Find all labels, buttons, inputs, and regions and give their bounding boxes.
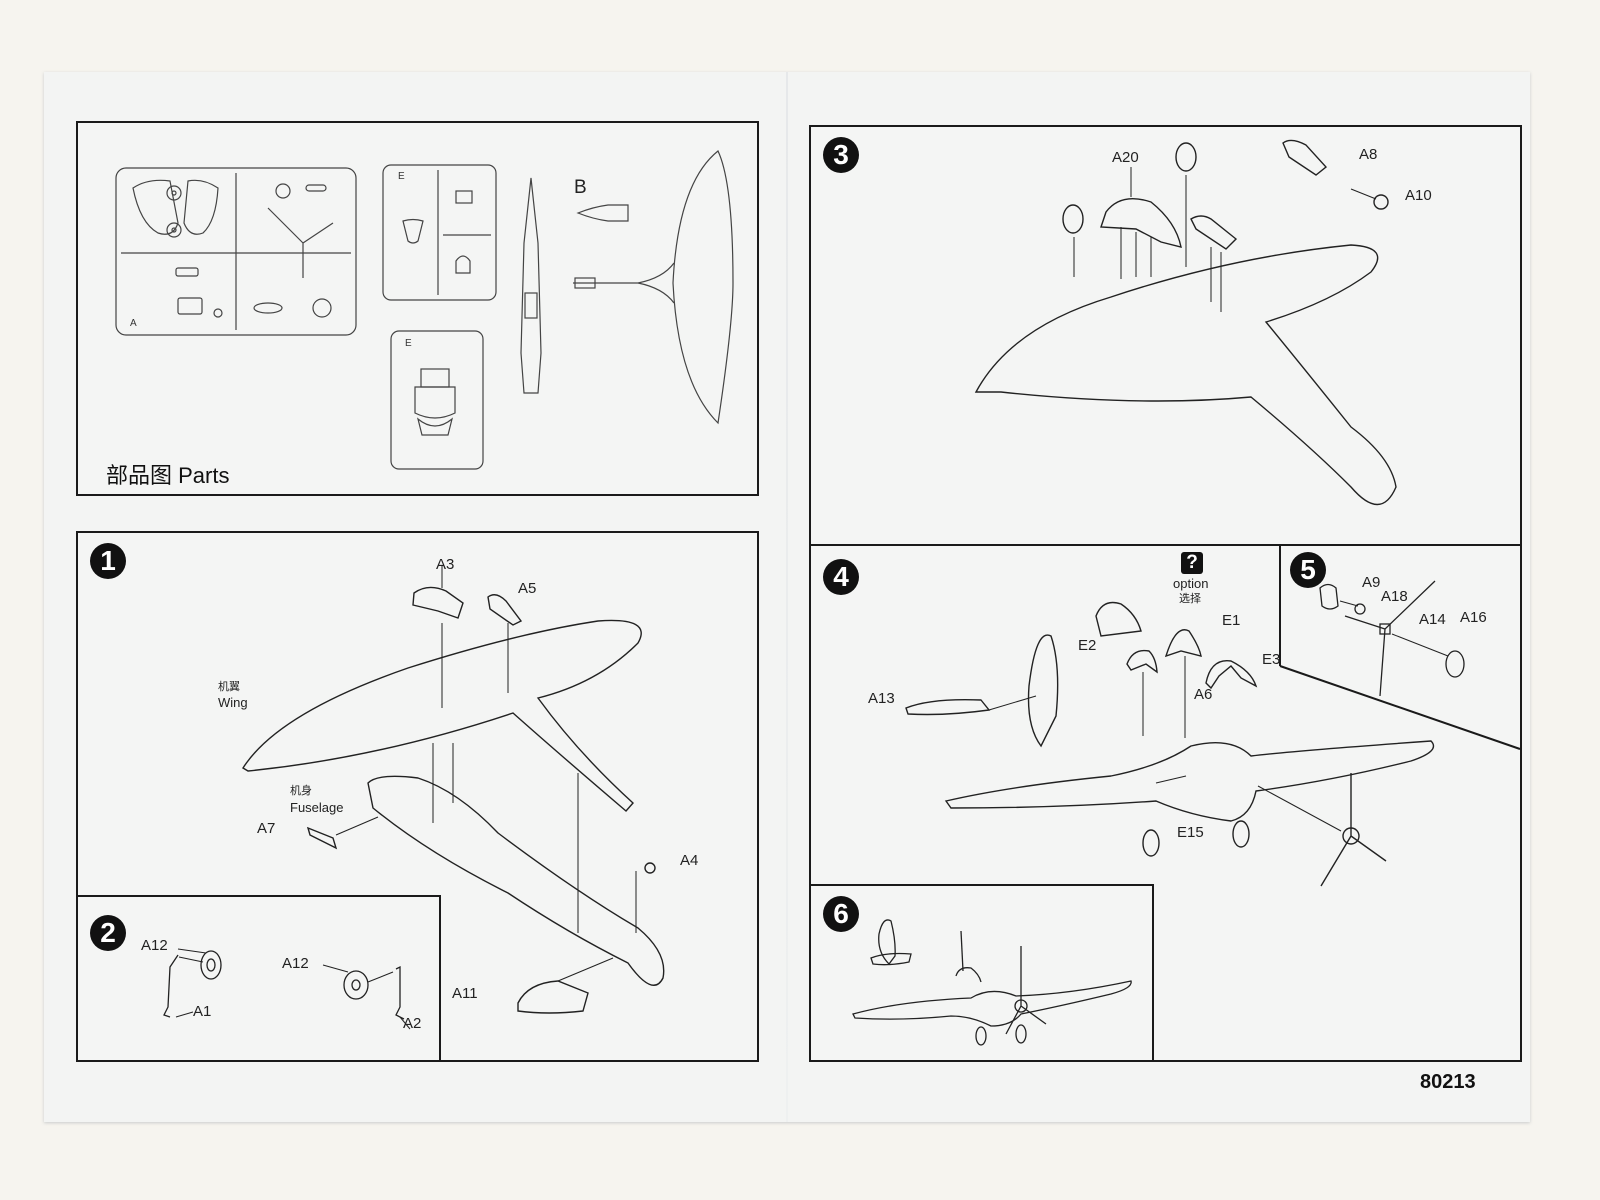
sprue-letter-e: E: [398, 171, 405, 182]
option-label-zh: 选择: [1179, 593, 1201, 605]
part-label: A5: [518, 580, 537, 597]
step-4-drawing: [905, 601, 1435, 887]
step-5-panel: 5 A9 A18 A14 A16: [1279, 546, 1521, 750]
step-1-drawing: [242, 566, 665, 1014]
part-label: E3: [1262, 651, 1281, 668]
wheel-right: [1175, 142, 1197, 172]
part-e1: [1164, 629, 1202, 658]
part-label: A6: [1194, 686, 1213, 703]
wheel-a12-right: [343, 970, 369, 1000]
assembled-airframe: [944, 740, 1435, 822]
hub: [1379, 623, 1391, 635]
step-number-badge: 4: [823, 559, 859, 595]
wheel-a12-left: [200, 950, 222, 980]
drop-tank: [1190, 215, 1238, 250]
part-label: A9: [1362, 574, 1381, 591]
part-label: A12: [141, 937, 168, 954]
part-a10: [1373, 194, 1389, 210]
part-label: E15: [1177, 824, 1204, 841]
step-6-finished-model-drawing: [852, 919, 1132, 1046]
part-label: A12: [282, 955, 309, 972]
option-label-en: option: [1173, 576, 1209, 591]
sprue-e-frame-2: [390, 330, 484, 470]
parts-panel: A E E B 部品图 Parts: [76, 121, 759, 496]
tail-fin: [1027, 634, 1059, 748]
sprue-a-frame: [115, 167, 357, 336]
sprue-e-frame-1: [382, 164, 497, 301]
part-label: A2: [403, 1015, 422, 1032]
part-a7: [306, 826, 338, 850]
step-3-drawing: [974, 139, 1397, 505]
part-label: A1: [193, 1003, 212, 1020]
part-label: A4: [680, 852, 699, 869]
step-number-badge: 2: [90, 915, 126, 951]
step-number-badge: 3: [823, 137, 859, 173]
fuselage-label-en: Fuselage: [290, 800, 344, 815]
part-label: E2: [1078, 637, 1097, 654]
part-e2: [1126, 649, 1158, 674]
option-question-icon: ?: [1181, 552, 1203, 574]
fuselage-part: [367, 775, 665, 986]
part-a9: [1319, 583, 1339, 610]
part-label: A13: [868, 690, 895, 707]
part-label: A3: [436, 556, 455, 573]
fuselage-top-view: [520, 177, 542, 394]
part-label: A11: [452, 985, 478, 1002]
sprue-letter-e: E: [405, 338, 412, 349]
parts-title: 部品图 Parts: [106, 463, 230, 488]
wing-label-zh: 机翼: [218, 681, 240, 693]
part-a18: [1354, 603, 1366, 615]
wing-top-view: [573, 150, 734, 425]
wheel-right: [1232, 820, 1250, 848]
strut-a2: [395, 965, 405, 1020]
sprue-letter-b: B: [574, 177, 587, 198]
airframe-underside: [974, 244, 1397, 505]
part-e3: [1205, 659, 1258, 690]
part-a3: [412, 586, 464, 619]
wing-part: [242, 619, 642, 812]
wheel-left: [1062, 204, 1084, 234]
center-fold: [786, 72, 788, 1122]
part-label: A8: [1359, 146, 1378, 163]
part-a11: [517, 980, 589, 1014]
part-label: A10: [1405, 187, 1432, 204]
optional-canopy: [1095, 601, 1142, 637]
step-number-badge: 1: [90, 543, 126, 579]
sprue-letter-a: A: [130, 318, 137, 329]
part-label: A18: [1381, 588, 1408, 605]
part-a5: [487, 594, 523, 626]
propeller-a14: [1344, 580, 1436, 697]
step-5-frame: [1279, 546, 1521, 750]
wing-label-en: Wing: [218, 695, 248, 710]
step-3-panel: 3 A20 A8 A10: [809, 125, 1522, 548]
part-a20: [1100, 198, 1182, 248]
spinner-part-b: [576, 204, 629, 222]
wheel-left: [1142, 829, 1160, 857]
parts-sprue-drawings: [115, 150, 734, 470]
fuselage-label-zh: 机身: [290, 785, 312, 797]
strut-a1: [163, 954, 179, 1018]
part-a16: [1445, 650, 1465, 678]
part-label: A16: [1460, 609, 1487, 626]
step-2-drawing: [163, 948, 411, 1030]
part-label: A14: [1419, 611, 1446, 628]
step-6-panel: 6: [809, 884, 1154, 1062]
step-number-badge: 6: [823, 896, 859, 932]
step-number-badge: 5: [1290, 552, 1326, 588]
part-a13: [905, 699, 991, 716]
part-label: A20: [1112, 149, 1139, 166]
part-a4: [644, 862, 656, 874]
part-label: A7: [257, 820, 276, 837]
kit-number: 80213: [1420, 1071, 1476, 1093]
part-label: E1: [1222, 612, 1241, 629]
propeller: [1320, 773, 1387, 887]
part-a8: [1282, 139, 1328, 176]
step-2-panel: 2 A12 A1 A12 A2: [76, 895, 441, 1062]
